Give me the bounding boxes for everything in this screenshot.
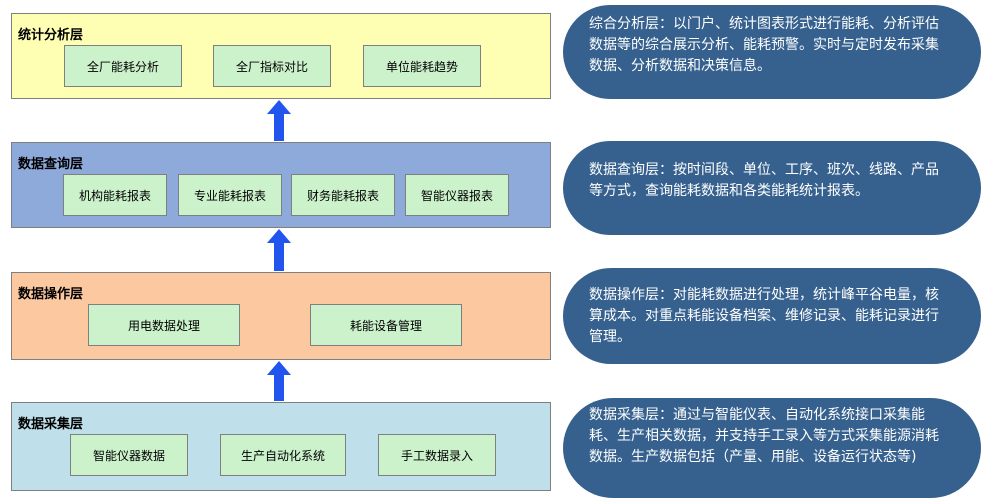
- layer-title: 数据采集层: [18, 417, 84, 432]
- box-smart-instrument-data: 智能仪器数据: [70, 434, 188, 476]
- up-arrow-icon: [267, 229, 291, 271]
- box-finance-energy-report: 财务能耗报表: [291, 174, 395, 216]
- box-org-energy-report: 机构能耗报表: [63, 174, 167, 216]
- box-plant-energy-analysis: 全厂能耗分析: [64, 45, 182, 87]
- box-plant-indicator-comparison: 全厂指标对比: [213, 45, 331, 87]
- layer-title: 统计分析层: [18, 28, 84, 43]
- box-unit-energy-trend: 单位能耗趋势: [363, 45, 481, 87]
- box-electricity-data-processing: 用电数据处理: [88, 304, 240, 346]
- box-production-automation-system: 生产自动化系统: [220, 434, 346, 476]
- box-specialty-energy-report: 专业能耗报表: [178, 174, 282, 216]
- description-statistical-analysis: 综合分析层：以门户、统计图表形式进行能耗、分析评估数据等的综合展示分析、能耗预警…: [563, 5, 981, 99]
- layer-title: 数据查询层: [18, 157, 84, 172]
- description-data-query: 数据查询层：按时间段、单位、工序、班次、线路、产品等方式，查询能耗数据和各类能耗…: [563, 141, 981, 235]
- layer-data-query: 数据查询层 机构能耗报表 专业能耗报表 财务能耗报表 智能仪器报表: [11, 142, 551, 228]
- up-arrow-icon: [267, 361, 291, 401]
- layer-title: 数据操作层: [18, 287, 84, 302]
- description-data-collection: 数据采集层：通过与智能仪表、自动化系统接口采集能耗、生产相关数据，并支持手工录入…: [563, 398, 981, 498]
- description-data-operation: 数据操作层：对能耗数据进行处理，统计峰平谷电量，核算成本。对重点耗能设备档案、维…: [563, 268, 981, 364]
- layer-data-collection: 数据采集层 智能仪器数据 生产自动化系统 手工数据录入: [11, 402, 551, 491]
- box-manual-data-entry: 手工数据录入: [378, 434, 496, 476]
- layer-data-operation: 数据操作层 用电数据处理 耗能设备管理: [11, 272, 551, 360]
- up-arrow-icon: [267, 100, 291, 141]
- layer-statistical-analysis: 统计分析层 全厂能耗分析 全厂指标对比 单位能耗趋势: [11, 13, 551, 99]
- box-energy-equipment-management: 耗能设备管理: [310, 304, 462, 346]
- box-smart-instrument-report: 智能仪器报表: [405, 174, 509, 216]
